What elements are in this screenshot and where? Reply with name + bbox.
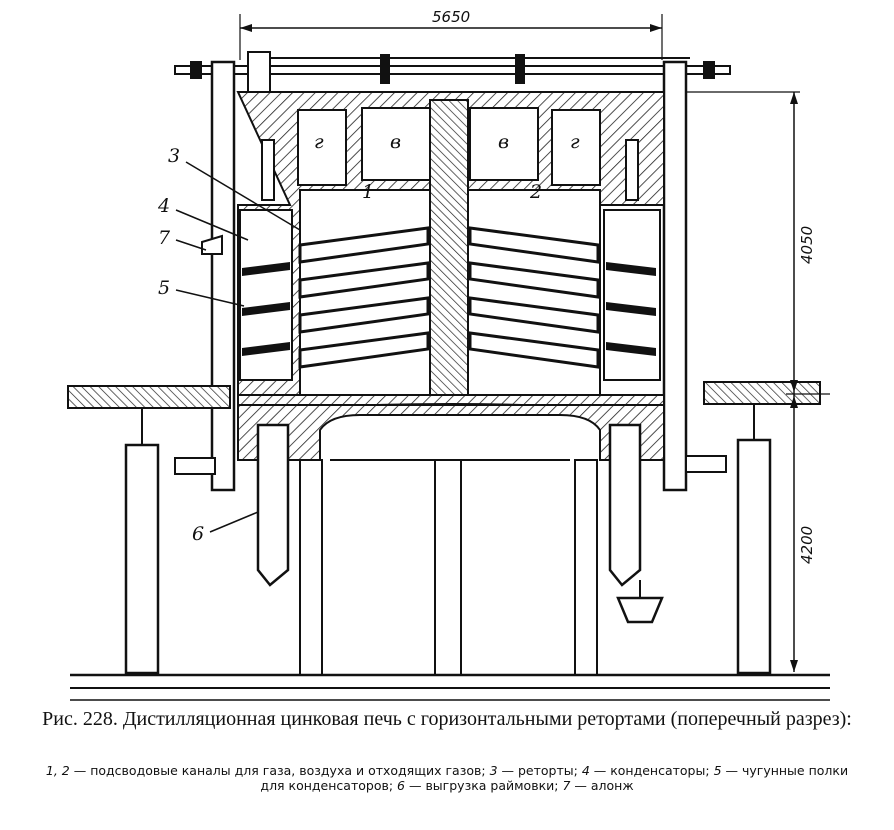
legend-item: 3 — реторты; xyxy=(489,763,578,778)
legend-item: 1, 2 — подсводовые каналы для газа, возд… xyxy=(45,763,486,778)
callout-5: 5 xyxy=(158,277,170,299)
buckstays xyxy=(174,60,727,492)
residue-chutes xyxy=(256,423,664,624)
callout-6: 6 xyxy=(192,523,204,545)
legend-text: конденсаторы; xyxy=(610,763,710,778)
legend-item: 5 — чугунные полки для конденсаторов; xyxy=(260,763,849,793)
legend-text: выгрузка раймовки; xyxy=(425,778,559,793)
callout-1: 1 xyxy=(362,181,374,203)
figure-legend: 1, 2 — подсводовые каналы для газа, возд… xyxy=(40,763,854,793)
legend-item: 6 — выгрузка раймовки; xyxy=(397,778,559,793)
label-g-left: г xyxy=(314,131,324,153)
legend-key: 7 xyxy=(562,778,571,793)
label-v-left: в xyxy=(390,131,401,153)
callout-leaders xyxy=(175,161,301,533)
callout-7: 7 xyxy=(158,227,171,249)
legend-text: алонж xyxy=(590,778,634,793)
channel-g-right xyxy=(551,109,601,186)
figure-caption: Рис. 228. Дистилляционная цинковая печь … xyxy=(42,708,852,730)
dimension-lines xyxy=(239,14,830,672)
legend-key: 1, 2 xyxy=(45,763,70,778)
legend-key: 3 xyxy=(489,763,498,778)
callout-2: 2 xyxy=(529,181,542,203)
legend-text: чугунные полки для конденсаторов; xyxy=(260,763,849,793)
dimension-lower-height-label: 4200 xyxy=(798,526,816,564)
top-tie-rod xyxy=(174,51,731,97)
dimension-width-label: 5650 xyxy=(432,8,470,26)
legend-key: 5 xyxy=(713,763,722,778)
label-g-right: г xyxy=(570,131,580,153)
legend-key: 4 xyxy=(581,763,590,778)
condensers xyxy=(201,139,661,381)
label-v-right: в xyxy=(498,131,509,153)
callout-3: 3 xyxy=(168,145,180,167)
retorts-left xyxy=(298,226,430,369)
ground-line xyxy=(70,673,830,701)
legend-key: 6 xyxy=(397,778,405,793)
retorts-right xyxy=(468,226,600,369)
dimension-upper-height-label: 4050 xyxy=(798,226,816,264)
support-columns xyxy=(124,404,772,675)
legend-text: реторты; xyxy=(517,763,578,778)
furnace-cross-section-drawing: 5650 4050 4200 1 2 3 4 7 5 6 г в в г xyxy=(67,8,830,701)
callout-4: 4 xyxy=(157,195,170,217)
channel-g-left xyxy=(297,109,347,186)
legend-item: 7 — алонж xyxy=(562,778,634,793)
foundation xyxy=(237,404,665,676)
legend-item: 4 — конденсаторы; xyxy=(581,763,710,778)
legend-text: подсводовые каналы для газа, воздуха и о… xyxy=(90,763,486,778)
channel-v-right xyxy=(469,107,539,181)
